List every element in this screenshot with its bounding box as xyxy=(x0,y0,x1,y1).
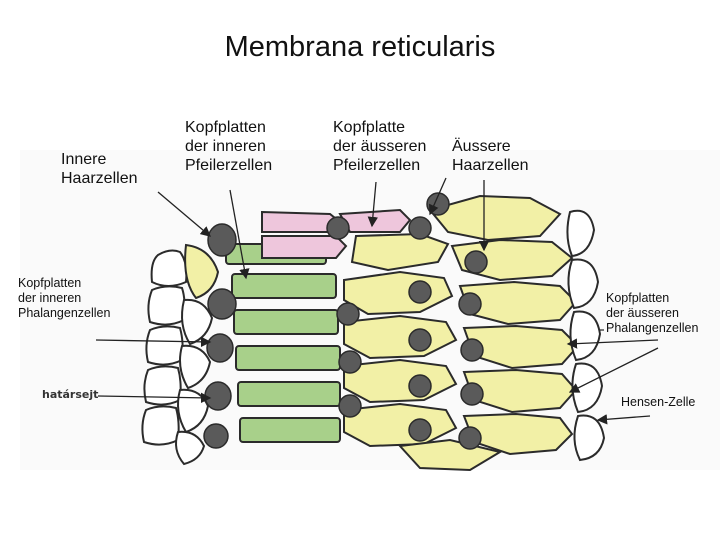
label-outer-hair-cells: Äussere Haarzellen xyxy=(452,138,529,175)
label-inner-hair-cells: Innere Haarzellen xyxy=(61,151,138,188)
outer-pillar-head-plates xyxy=(261,208,412,259)
inner-border-cells xyxy=(141,249,188,446)
diagram-title: Membrana reticularis xyxy=(224,31,496,63)
label-border-cell: határsejt xyxy=(42,388,99,401)
hensen-cells xyxy=(566,209,606,462)
pointer-arrows xyxy=(95,177,659,425)
label-inner-pillar-heads: Kopfplatten der inneren Pfeilerzellen xyxy=(185,119,273,175)
label-outer-pillar-head: Kopfplatte der äusseren Pfeilerzellen xyxy=(333,119,427,175)
inner-phalangeal-cells xyxy=(175,243,220,466)
label-hensen-cell: Hensen-Zelle xyxy=(621,395,696,409)
label-inner-phalangeal-heads: Kopfplatten der inneren Phalangenzellen xyxy=(18,276,111,320)
label-outer-phalangeal-heads: Kopfplatten der äusseren Phalangenzellen xyxy=(606,291,699,335)
